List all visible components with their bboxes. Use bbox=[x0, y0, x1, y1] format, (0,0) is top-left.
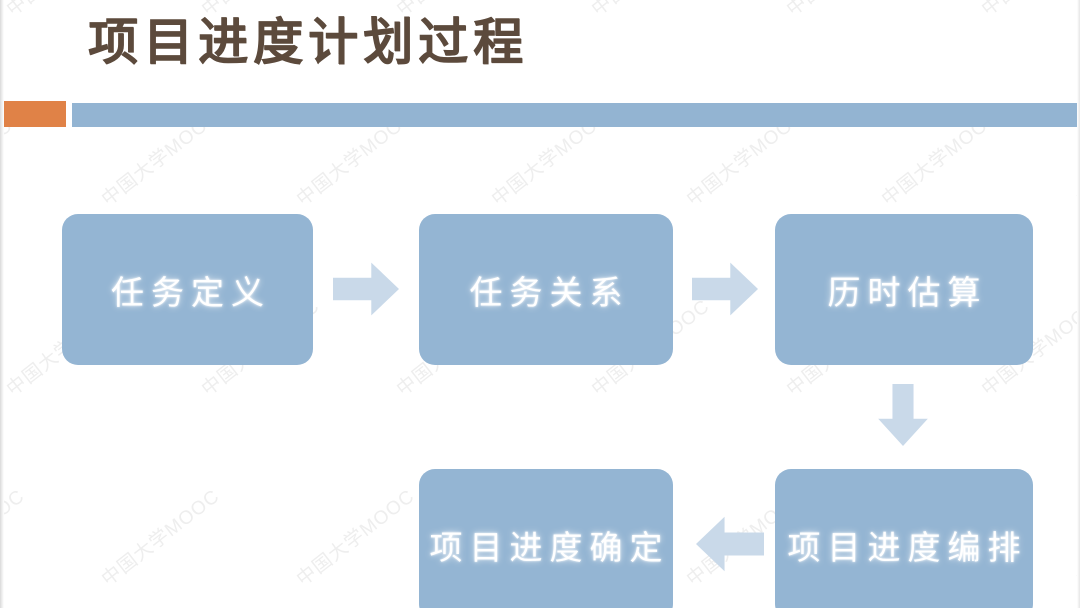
slide-title: 项目进度计划过程 bbox=[88, 12, 528, 71]
watermark-text: 中国大学MOOC bbox=[975, 0, 1080, 21]
flow-node-label: 任务定义 bbox=[111, 272, 271, 312]
flow-node-task-relation[interactable]: 任务关系 bbox=[419, 214, 673, 365]
slide-right-edge-shade bbox=[1077, 0, 1080, 608]
watermark-text: 中国大学MOOC bbox=[780, 0, 909, 21]
flow-node-label: 项目进度确定 bbox=[429, 527, 670, 567]
flow-node-schedule-arrange[interactable]: 项目进度编排 bbox=[775, 469, 1033, 608]
flow-node-label: 项目进度编排 bbox=[787, 527, 1028, 567]
header-accent-bar-blue bbox=[72, 103, 1080, 127]
flow-node-duration-estimate[interactable]: 历时估算 bbox=[775, 214, 1033, 365]
arrow-right-icon bbox=[333, 256, 399, 322]
watermark-text: 中国大学MOOC bbox=[0, 485, 29, 591]
slide-left-edge-shade bbox=[0, 0, 4, 608]
flow-node-label: 历时估算 bbox=[827, 272, 988, 312]
flow-node-task-definition[interactable]: 任务定义 bbox=[62, 214, 313, 365]
arrow-right-icon bbox=[692, 256, 758, 322]
flow-node-schedule-confirm[interactable]: 项目进度确定 bbox=[419, 469, 673, 608]
arrow-left-icon bbox=[696, 510, 764, 578]
arrow-down-icon bbox=[871, 384, 935, 446]
watermark-text: 中国大学MOOC bbox=[98, 485, 224, 591]
watermark-text: 中国大学MOOC bbox=[293, 485, 419, 591]
header-accent-block-orange bbox=[2, 101, 66, 127]
watermark-text: 中国大学MOOC bbox=[585, 0, 714, 21]
flow-node-label: 任务关系 bbox=[469, 272, 630, 312]
